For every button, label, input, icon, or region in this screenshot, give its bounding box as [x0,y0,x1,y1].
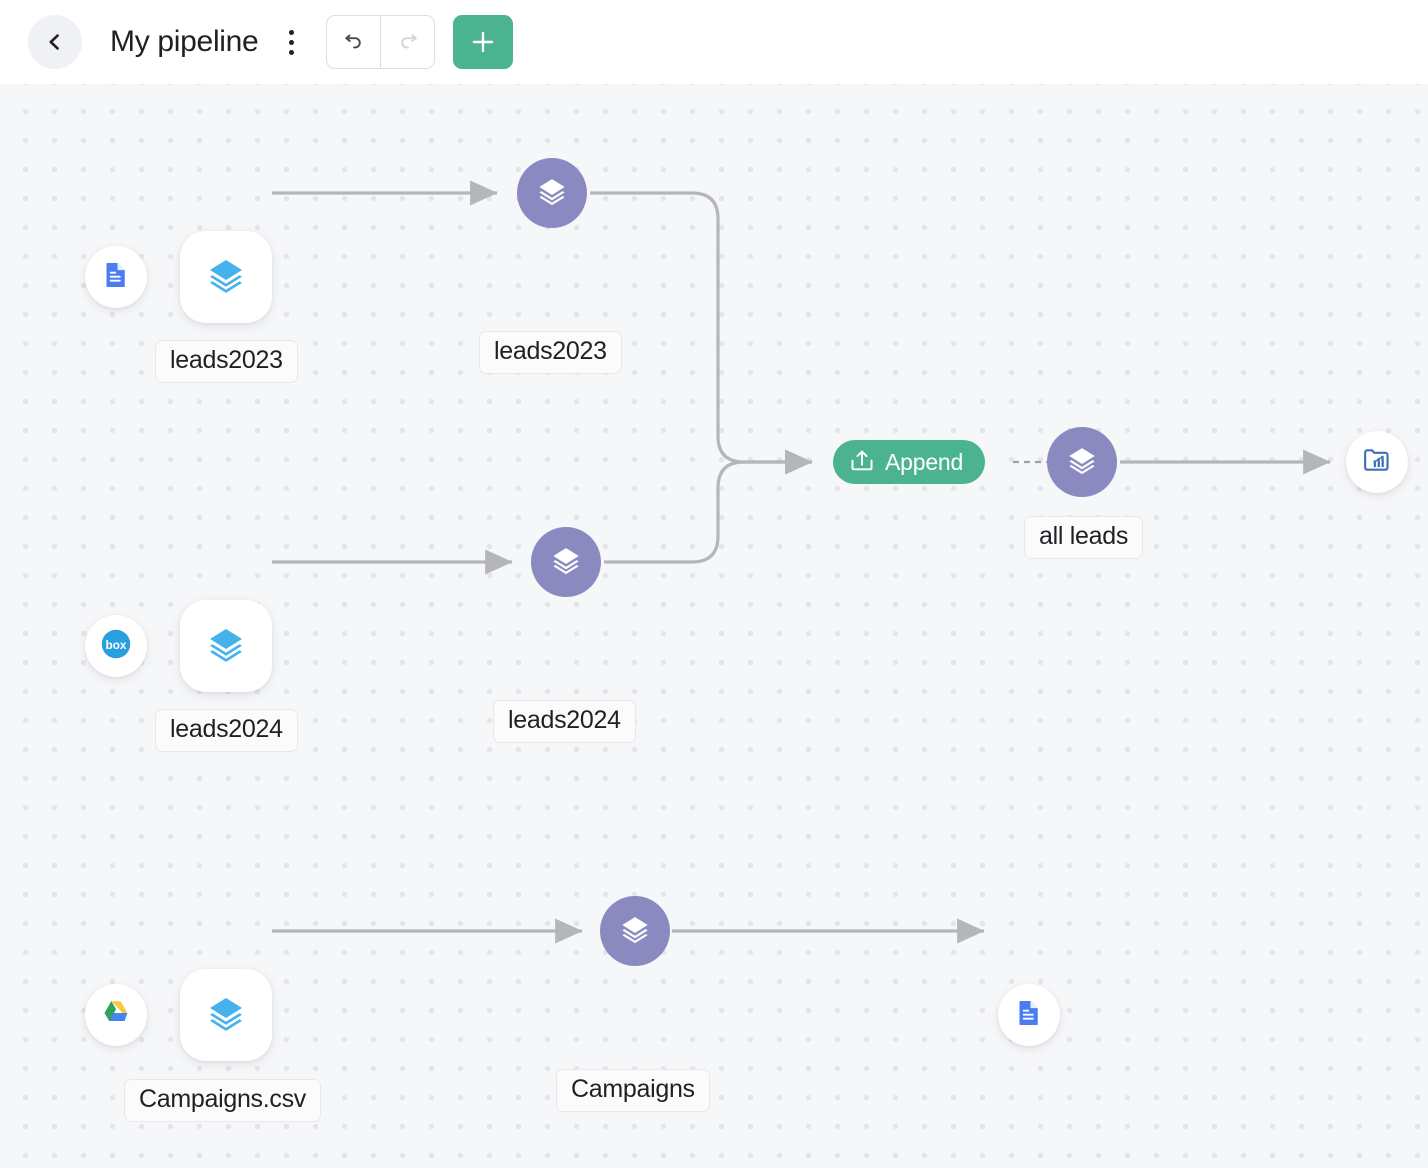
transform-node-campaigns[interactable] [180,969,272,1061]
append-import-icon [849,447,875,478]
operation-node-append[interactable]: Append [833,440,986,484]
back-button[interactable] [28,15,82,69]
node-label-leads2023-transform[interactable]: leads2023 [155,340,298,383]
layers-icon [533,172,571,215]
node-label-campaigns-dataset[interactable]: Campaigns [556,1069,710,1112]
google-docs-icon [1014,998,1044,1033]
box-icon: box [97,625,135,668]
edge-layer [272,180,1331,944]
transform-node-leads2023[interactable] [180,231,272,323]
source-node-leads2023[interactable] [85,246,147,308]
layers-icon [202,251,250,304]
toolbar-divider [380,16,382,68]
layers-icon [547,541,585,584]
layers-icon [202,620,250,673]
dataset-node-all-leads[interactable] [1047,427,1117,497]
operation-label-append: Append [885,448,964,475]
source-node-leads2024[interactable]: box [85,615,147,677]
layers-icon [1063,441,1101,484]
kebab-dot [288,29,294,35]
kebab-dot [288,49,294,55]
node-label-leads2024-transform[interactable]: leads2024 [155,709,298,752]
dataset-node-campaigns[interactable] [600,896,670,966]
more-options-button[interactable] [278,22,304,62]
edge-leads2024-dataset-to-append [604,449,813,564]
redo-button[interactable] [381,16,434,68]
undo-icon [342,28,366,57]
undo-button[interactable] [327,16,380,68]
node-label-leads2023-dataset[interactable]: leads2023 [479,331,622,374]
source-node-campaigns[interactable] [85,984,147,1046]
folder-chart-icon [1361,444,1393,481]
transform-node-leads2024[interactable] [180,600,272,692]
layers-icon [202,989,250,1042]
google-drive-icon [100,997,132,1034]
layers-icon [616,910,654,953]
node-label-campaigns-csv[interactable]: Campaigns.csv [124,1079,321,1122]
pipeline-canvas[interactable]: leads2023 leads2023 box [0,84,1428,1168]
destination-node-doc[interactable] [998,984,1060,1046]
redo-icon [396,28,420,57]
edge-leads2023-dataset-to-append [590,191,813,475]
page-title: My pipeline [110,25,259,58]
google-docs-icon [101,260,131,295]
undo-redo-group [326,15,436,69]
kebab-dot [288,39,294,45]
dataset-node-leads2023[interactable] [517,158,587,228]
svg-text:box: box [106,639,127,652]
add-node-button[interactable] [453,15,514,69]
plus-icon [469,28,497,56]
destination-node-analytics[interactable] [1346,431,1408,493]
node-label-leads2024-dataset[interactable]: leads2024 [493,700,636,743]
dataset-node-leads2024[interactable] [531,527,601,597]
chevron-left-icon [45,32,65,52]
app-header: My pipeline [0,0,1428,84]
node-label-all-leads[interactable]: all leads [1024,516,1144,559]
